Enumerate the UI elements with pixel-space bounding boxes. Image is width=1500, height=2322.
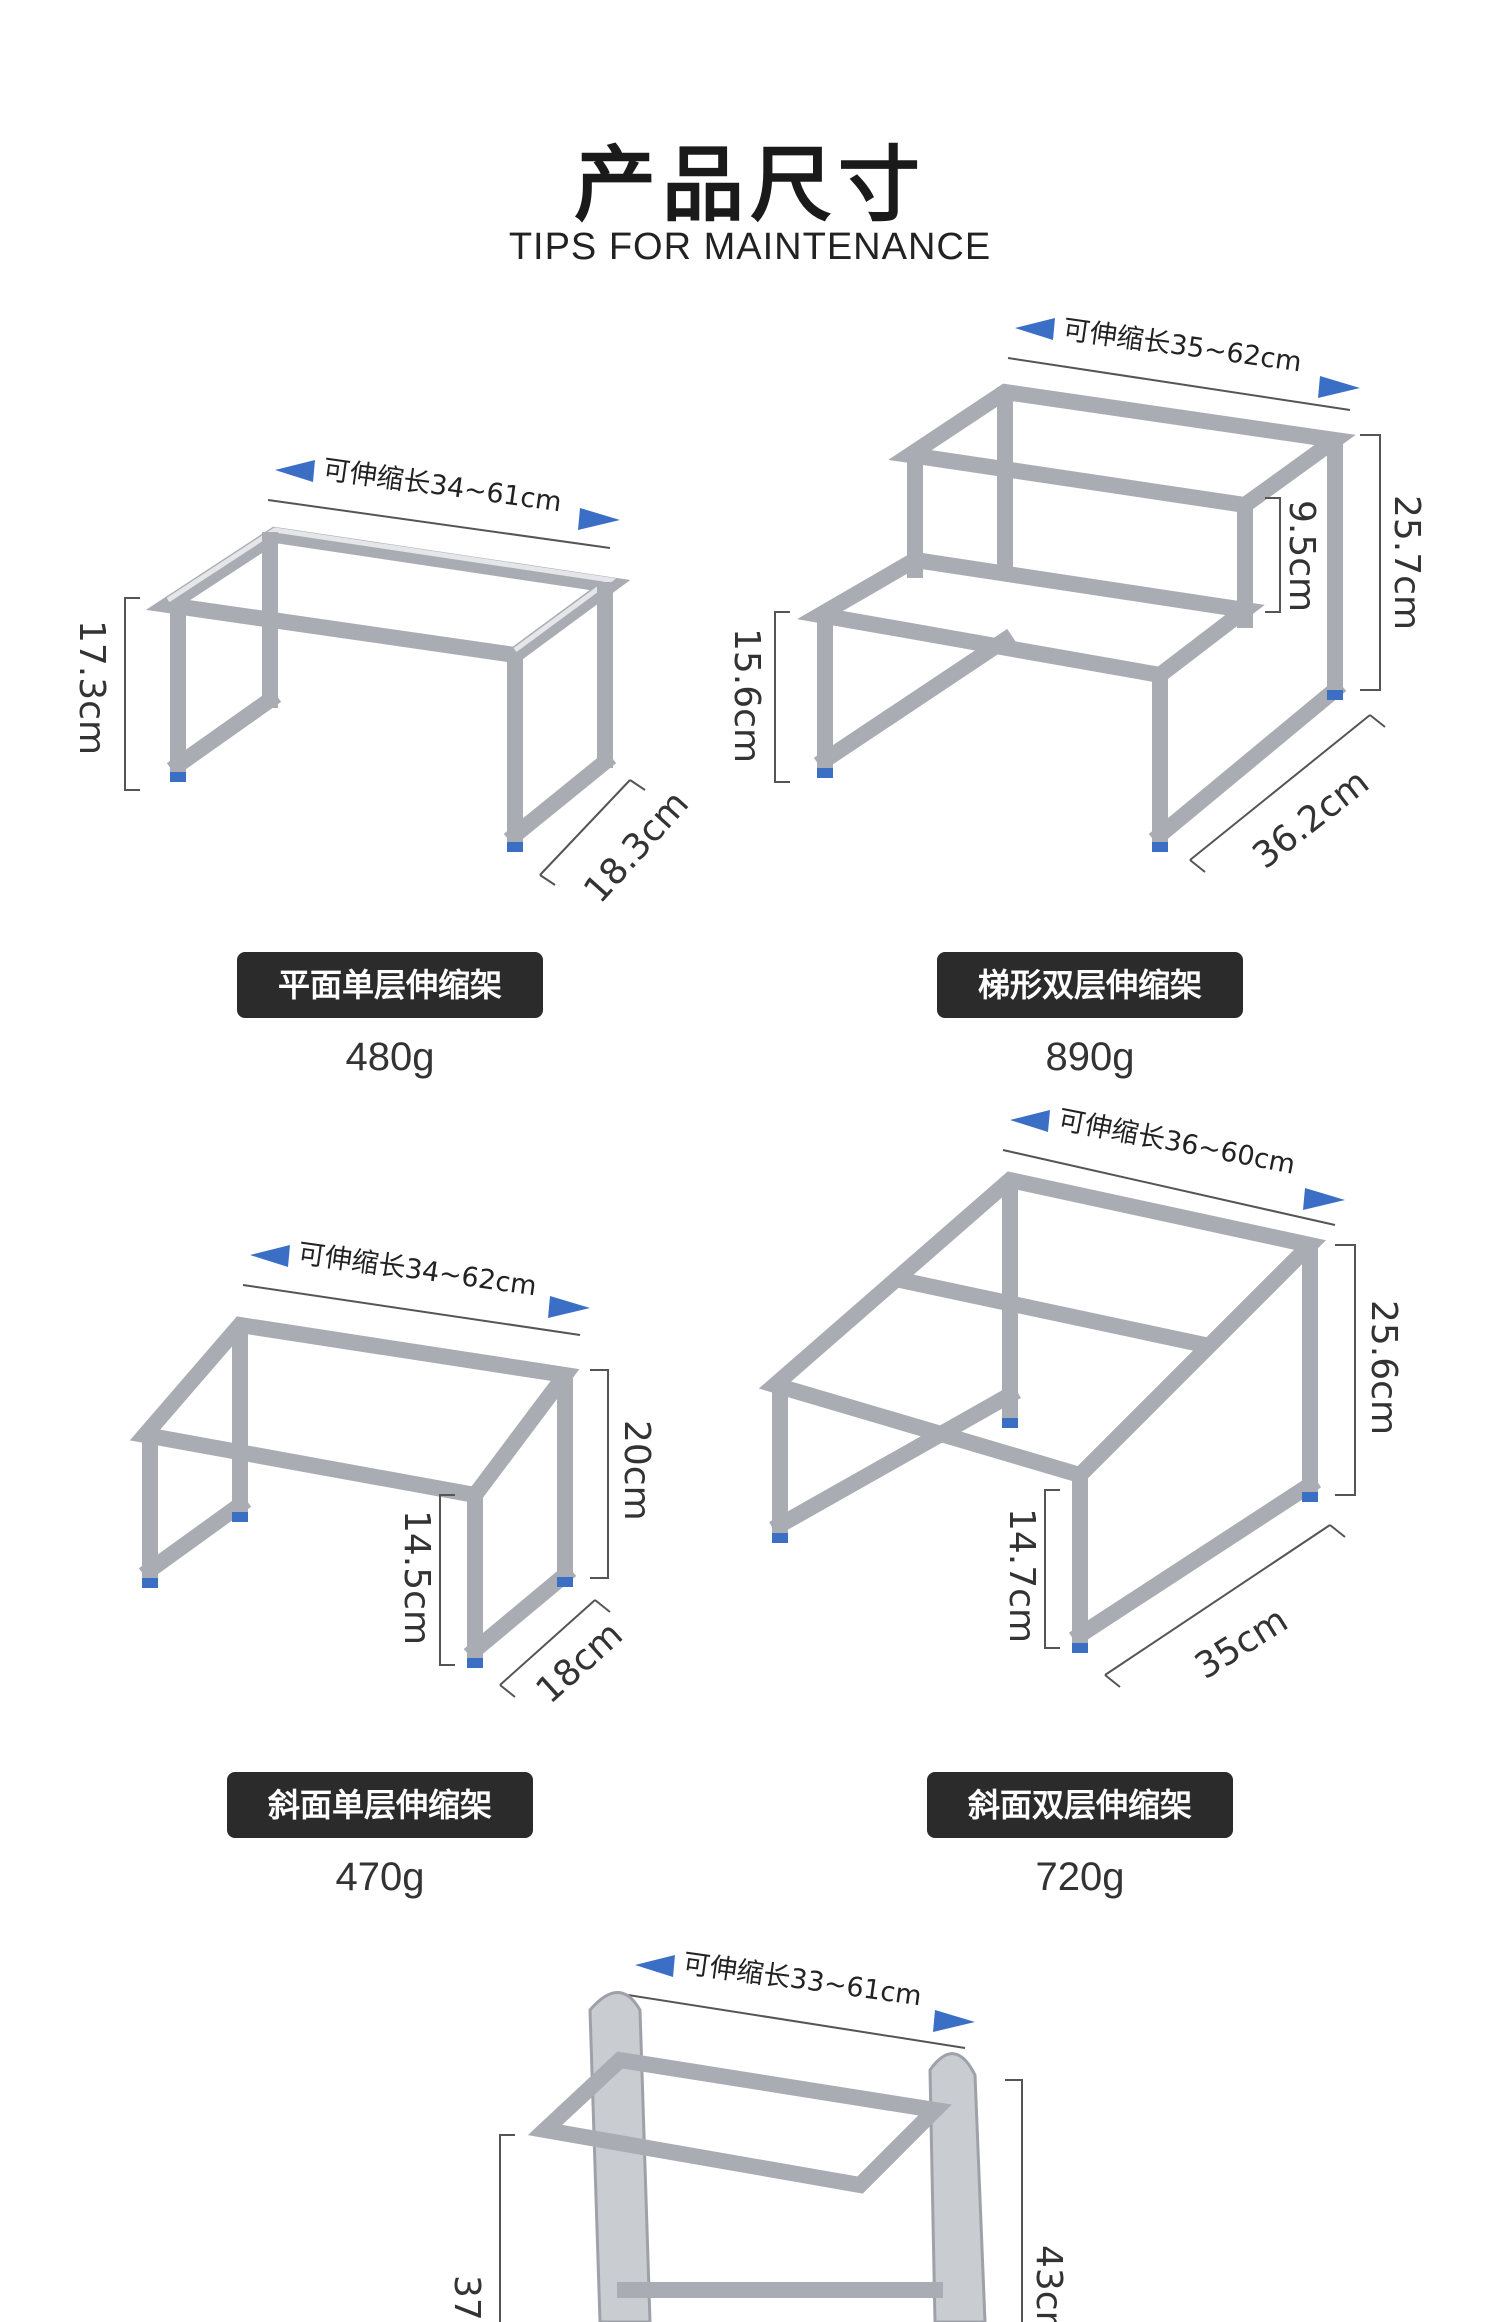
product-5-length-label: 可伸缩长33~61cm: [681, 1948, 923, 2012]
product-3-length-arrow: 可伸缩长34~62cm: [242, 1238, 590, 1336]
product-3-weight: 470g: [335, 1855, 425, 1899]
product-1-length-label: 可伸缩长34~61cm: [321, 454, 563, 518]
product-4-name-badge: 斜面双层伸缩架: [927, 1772, 1233, 1838]
page-subtitle: TIPS FOR MAINTENANCE: [508, 226, 992, 268]
product-4-height-label: 25.6cm: [1363, 1300, 1404, 1435]
product-3-diagram: 可伸缩长34~62cm 14.5cm 20cm 18cm: [129, 1238, 657, 1712]
product-3-depth-label: 18cm: [529, 1614, 631, 1712]
product-2-height-label: 25.7cm: [1386, 495, 1427, 630]
product-2-depth-label: 36.2cm: [1245, 762, 1377, 877]
product-2-name-badge: 梯形双层伸缩架: [937, 952, 1243, 1018]
product-2-weight: 890g: [1045, 1035, 1135, 1079]
product-1-diagram: 可伸缩长34~61cm 17.3cm 18.3cm: [71, 454, 697, 911]
product-4-depth-label: 35cm: [1188, 1600, 1295, 1688]
product-4-weight: 720g: [1035, 1855, 1125, 1899]
product-1-height-label: 17.3cm: [71, 620, 112, 755]
product-1-depth-label: 18.3cm: [576, 783, 697, 911]
product-4-diagram: 可伸缩长36~60cm 14.7cm 25.6cm 35cm: [758, 1104, 1404, 1688]
product-4-low-height-label: 14.7cm: [1001, 1508, 1042, 1643]
product-3-length-label: 可伸缩长34~62cm: [296, 1238, 538, 1302]
product-5-diagram: 可伸缩长33~61cm 37cm 43cm: [446, 1948, 1069, 2322]
product-2-low-height-label: 15.6cm: [726, 628, 767, 763]
product-2-diagram: 可伸缩长35~62cm 15.6cm 9.5cm 25.7cm 36.2cm: [726, 314, 1427, 877]
product-2-length-label: 可伸缩长35~62cm: [1061, 314, 1303, 378]
product-5-right-height-label: 43cm: [1028, 2245, 1069, 2322]
product-3-name-badge: 斜面单层伸缩架: [227, 1772, 533, 1838]
page-title: 产品尺寸: [573, 138, 926, 233]
product-1-name-badge: 平面单层伸缩架: [237, 952, 543, 1018]
product-3-height-label: 20cm: [616, 1420, 657, 1521]
product-2-step-label: 9.5cm: [1281, 500, 1322, 612]
product-4-length-arrow: 可伸缩长36~60cm: [1002, 1104, 1345, 1226]
product-1-weight: 480g: [345, 1035, 435, 1079]
product-3-low-height-label: 14.5cm: [396, 1510, 437, 1645]
product-5-left-height-label: 37cm: [446, 2275, 487, 2322]
product-5-length-arrow: 可伸缩长33~61cm: [627, 1948, 975, 2049]
